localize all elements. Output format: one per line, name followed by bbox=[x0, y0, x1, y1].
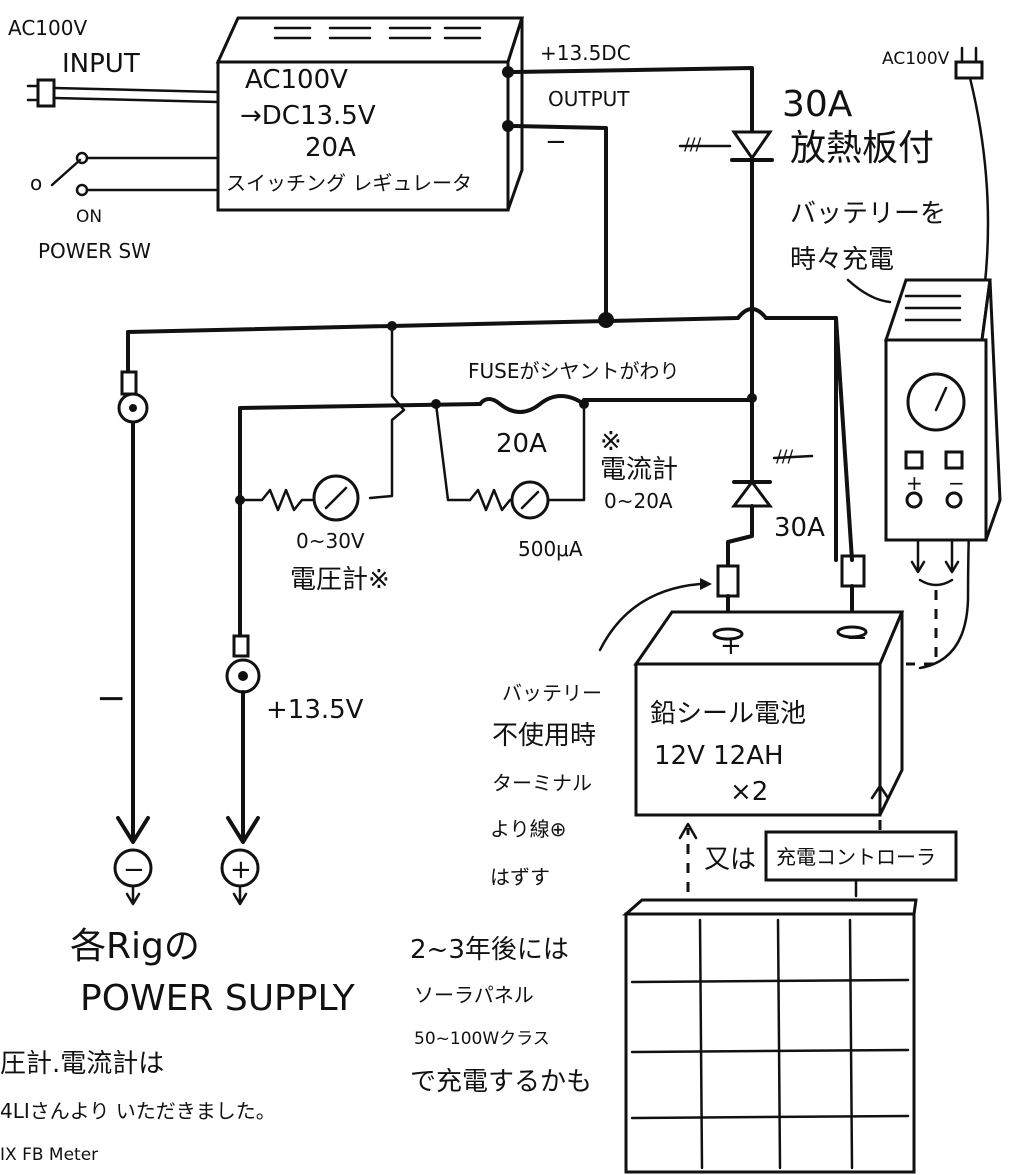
battery-minus-mark: − bbox=[846, 623, 868, 653]
voltmeter-label: 電圧計※ bbox=[290, 565, 390, 595]
solar-link-arrowhead bbox=[678, 822, 698, 840]
charger-ac-label: AC100V bbox=[882, 49, 950, 69]
voltmeter-needle bbox=[324, 486, 348, 510]
switch-on-label: ON bbox=[76, 207, 102, 227]
battery-plus-mark: + bbox=[720, 631, 742, 661]
credit-line-2: 4LIさんより いただきました。 bbox=[0, 1099, 276, 1123]
battery-note-4: より線⊕ bbox=[490, 817, 566, 841]
ammeter-resistor-icon bbox=[468, 488, 512, 512]
charger-leads-icon bbox=[910, 538, 960, 587]
ammeter-label: 電流計 bbox=[600, 455, 678, 485]
solar-note-3: 50~100Wクラス bbox=[414, 1029, 550, 1049]
output-minus-label: − bbox=[96, 678, 126, 719]
ac-input-label-1: AC100V bbox=[8, 16, 87, 40]
battery-line-2: 12V 12AH bbox=[654, 741, 784, 771]
ammeter-mark: ※ bbox=[600, 427, 622, 457]
ac-plug-icon bbox=[26, 78, 220, 108]
charge-controller-box bbox=[764, 830, 958, 882]
fuse-note: FUSEがシヤントがわり bbox=[468, 359, 679, 383]
diode-top-icon: /// bbox=[678, 130, 774, 162]
diode-bottom-rating: 30A bbox=[774, 513, 825, 543]
ac-input-label-2: INPUT bbox=[62, 49, 140, 79]
plus-arrow-icon bbox=[226, 816, 260, 844]
negative-bus bbox=[126, 307, 838, 562]
fuse-icon bbox=[478, 394, 586, 414]
power-sw-label: POWER SW bbox=[38, 239, 151, 263]
psu-minus-label: − bbox=[545, 127, 567, 157]
psu-vent-icon bbox=[273, 26, 482, 40]
psu-minus-terminal bbox=[502, 120, 514, 132]
psu-line-4: スイッチング レギュレータ bbox=[226, 171, 472, 195]
solar-note-2: ソーラパネル bbox=[414, 983, 534, 1007]
ring-terminal-plus-icon bbox=[225, 634, 261, 694]
ammeter-needle bbox=[520, 490, 540, 510]
battery-minus-clamp-icon bbox=[834, 316, 866, 628]
psu-line-3: 20A bbox=[305, 133, 356, 163]
battery-note-3: ターミナル bbox=[492, 771, 592, 795]
ammeter-meter-rating: 500μA bbox=[518, 537, 583, 561]
psu-box bbox=[215, 16, 525, 212]
battery-note-2: 不使用時 bbox=[492, 721, 596, 751]
rig-supply-line-2: POWER SUPPLY bbox=[80, 978, 356, 1019]
battery-note-arrowhead bbox=[700, 578, 712, 590]
rig-minus-label: − bbox=[123, 855, 145, 885]
battery-box bbox=[633, 610, 905, 817]
battery-line-3: ×2 bbox=[730, 777, 768, 807]
solar-panel-icon bbox=[622, 898, 918, 1174]
voltmeter-range: 0~30V bbox=[296, 529, 365, 553]
fuse-rating: 20A bbox=[496, 429, 547, 459]
psu-line-1: AC100V bbox=[245, 65, 348, 95]
psu-line-2: →DC13.5V bbox=[240, 101, 376, 131]
rig-minus-arrow bbox=[125, 892, 141, 906]
ammeter-range: 0~20A bbox=[604, 489, 673, 513]
credit-line-3: IX FB Meter bbox=[0, 1145, 98, 1165]
ammeter-left-lead bbox=[434, 402, 472, 502]
svg-text:///: /// bbox=[684, 135, 701, 155]
switch-off-mark: o bbox=[30, 171, 42, 195]
battery-line-1: 鉛シール電池 bbox=[650, 699, 806, 729]
charger-minus-label: − bbox=[948, 471, 965, 495]
voltmeter-return bbox=[368, 324, 406, 500]
ring-terminal-negative-icon bbox=[117, 370, 149, 424]
psu-output-voltage: +13.5DC bbox=[540, 41, 631, 65]
charge-controller-label: 充電コントローラ bbox=[776, 845, 936, 869]
charger-dashed-link bbox=[906, 590, 938, 666]
voltmeter-resistor-icon bbox=[238, 488, 314, 512]
solar-note-1: 2~3年後には bbox=[410, 935, 569, 965]
battery-note-5: はずす bbox=[490, 865, 550, 889]
battery-note-arrow bbox=[598, 582, 702, 652]
neg-arrow-icon bbox=[116, 816, 150, 844]
psu-plus-terminal bbox=[502, 66, 514, 78]
power-switch-icon bbox=[50, 151, 220, 197]
charger-note-1: バッテリーを bbox=[790, 199, 946, 229]
junction-negative bbox=[598, 312, 614, 328]
minus-wire bbox=[512, 124, 608, 320]
controller-arrowhead bbox=[870, 784, 890, 800]
solar-note-4: で充電するかも bbox=[410, 1067, 592, 1097]
ammeter-right-lead bbox=[546, 402, 586, 502]
charger-note-2: 時々充電 bbox=[790, 245, 894, 275]
charger-note-arrow bbox=[846, 278, 892, 304]
charger-box bbox=[883, 278, 1002, 542]
credit-line-1: 圧計.電流計は bbox=[0, 1049, 164, 1079]
diode-top-heatsink: 放熱板付 bbox=[790, 128, 934, 169]
svg-text:///: /// bbox=[776, 447, 793, 467]
output-voltage-label: +13.5V bbox=[266, 695, 364, 725]
plus-left-bus bbox=[238, 402, 482, 642]
rig-plus-arrow bbox=[232, 892, 248, 906]
rig-plus-label: + bbox=[230, 855, 252, 885]
plus-wire bbox=[512, 66, 754, 134]
rig-supply-line-1: 各Rigの bbox=[70, 926, 200, 967]
charger-plus-label: + bbox=[906, 471, 923, 495]
diode-top-rating: 30A bbox=[782, 84, 853, 125]
diode-bottom-icon: /// bbox=[731, 447, 814, 508]
battery-plus-lead bbox=[726, 504, 754, 570]
solar-or-label: 又は bbox=[704, 845, 756, 875]
psu-output-label: OUTPUT bbox=[548, 87, 630, 111]
battery-note-1: バッテリー bbox=[502, 681, 602, 705]
